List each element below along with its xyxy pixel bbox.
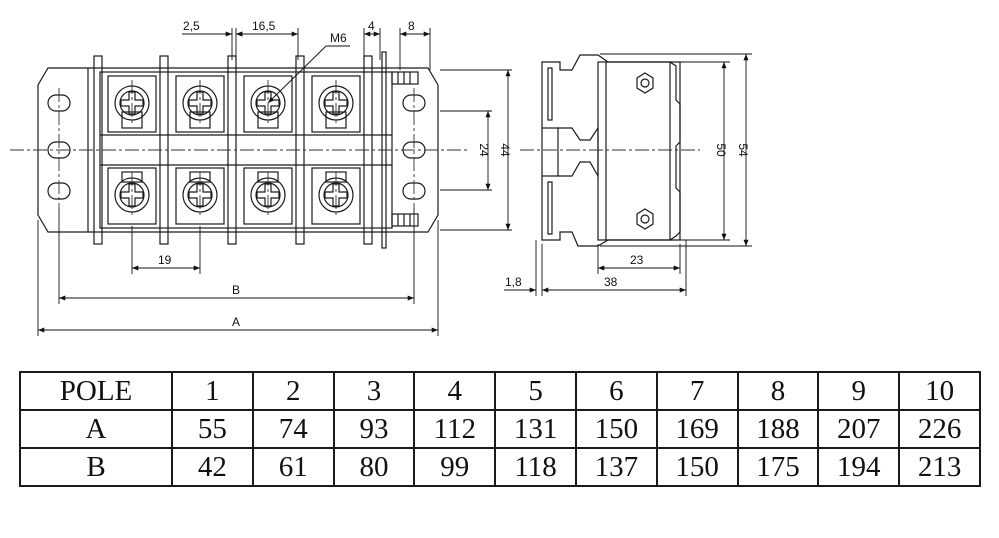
table-header-cell: 6 xyxy=(574,371,658,411)
table-cell: 150 xyxy=(574,409,658,449)
table-header-cell: 3 xyxy=(332,371,416,411)
dim-label-A: A xyxy=(232,315,240,329)
table-header-cell: 10 xyxy=(898,371,981,411)
technical-drawing: 2,5 16,5 4 8 M6 24 44 19 B A 50 54 23 1,… xyxy=(10,19,752,336)
hex-nut xyxy=(636,72,654,94)
table-cell: 55 xyxy=(171,409,254,449)
dim-label-38: 38 xyxy=(604,275,618,289)
table-cell: 188 xyxy=(736,409,820,449)
table-cell: 112 xyxy=(413,409,497,449)
table-cell: 42 xyxy=(171,447,254,487)
dim-label-19: 19 xyxy=(158,253,172,267)
table-header-row: POLE 1 2 3 4 5 6 7 8 9 10 xyxy=(19,371,981,411)
dim-label-24: 24 xyxy=(477,143,491,157)
dim-label-50: 50 xyxy=(714,143,728,157)
dim-label-23: 23 xyxy=(630,253,644,267)
dim-label-54: 54 xyxy=(736,143,750,157)
table-cell: 226 xyxy=(898,409,981,449)
table-header-cell: 2 xyxy=(251,371,335,411)
table-header-cell: 1 xyxy=(171,371,254,411)
dim-label-8: 8 xyxy=(408,19,415,33)
hex-nut xyxy=(636,208,654,230)
side-body-outline xyxy=(541,54,681,247)
table-cell: 207 xyxy=(817,409,901,449)
table-cell: 131 xyxy=(494,409,577,449)
table-row: A 55 74 93 112 131 150 169 188 207 226 xyxy=(19,409,981,449)
dim-label-16-5: 16,5 xyxy=(252,19,276,33)
dim-label-1-8: 1,8 xyxy=(505,275,522,289)
table-cell: 61 xyxy=(251,447,335,487)
table-cell: 93 xyxy=(332,409,416,449)
dim-label-4: 4 xyxy=(368,19,375,33)
dim-label-2-5: 2,5 xyxy=(183,19,200,33)
center-lines-front xyxy=(10,80,470,218)
side-view xyxy=(541,54,681,247)
screw-size-label: M6 xyxy=(330,31,347,45)
dimensions-side xyxy=(504,53,752,296)
table-cell: 118 xyxy=(494,447,577,487)
dimension-table: POLE 1 2 3 4 5 6 7 8 9 10 A 55 74 93 112… xyxy=(19,371,981,487)
dimension-labels: 2,5 16,5 4 8 M6 24 44 19 B A 50 54 23 1,… xyxy=(158,19,750,329)
table-header-cell: 9 xyxy=(817,371,901,411)
dim-label-44: 44 xyxy=(498,143,512,157)
table-cell: 194 xyxy=(817,447,901,487)
table-cell: B xyxy=(19,447,173,487)
table-header-cell: POLE xyxy=(19,371,173,411)
table-cell: 169 xyxy=(655,409,739,449)
table-cell: 213 xyxy=(898,447,981,487)
table-cell: 80 xyxy=(332,447,416,487)
table-header-cell: 4 xyxy=(413,371,497,411)
table-cell: 150 xyxy=(655,447,739,487)
table-cell: A xyxy=(19,409,173,449)
table-cell: 137 xyxy=(574,447,658,487)
dimensions-front xyxy=(37,28,512,336)
table-cell: 74 xyxy=(251,409,335,449)
table-header-cell: 7 xyxy=(655,371,739,411)
dim-label-B: B xyxy=(232,283,240,297)
table-header-cell: 8 xyxy=(736,371,820,411)
table-cell: 99 xyxy=(413,447,497,487)
table-cell: 175 xyxy=(736,447,820,487)
table-header-cell: 5 xyxy=(494,371,577,411)
table-row: B 42 61 80 99 118 137 150 175 194 213 xyxy=(19,447,981,487)
